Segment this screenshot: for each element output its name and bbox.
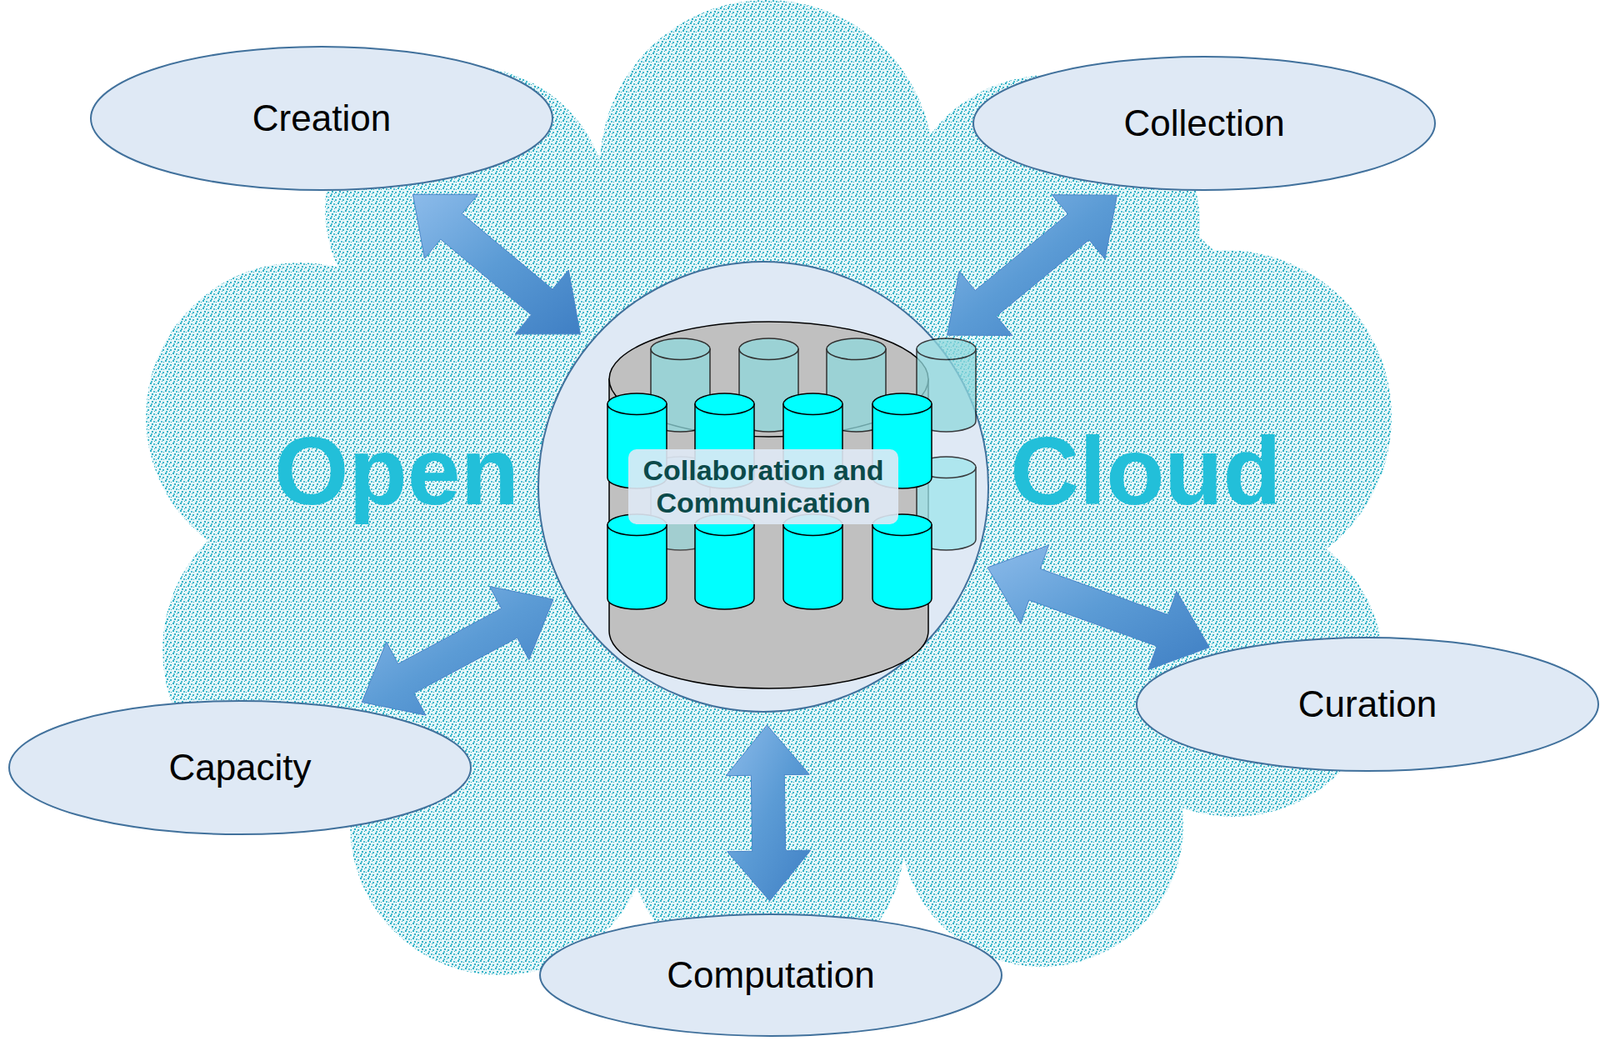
watermark-label: Open <box>274 423 520 520</box>
double-arrow <box>725 725 810 901</box>
hub-circle-shape <box>538 261 989 712</box>
ellipse-shape <box>90 46 553 190</box>
activity-label: Creation <box>252 97 391 140</box>
ellipse-shape <box>1136 637 1599 771</box>
activity-ellipse: Collection <box>971 55 1437 192</box>
double-arrow <box>987 545 1210 670</box>
ellipse-shape <box>9 700 471 835</box>
double-arrow <box>361 586 554 716</box>
database-illustration <box>607 321 976 689</box>
ellipse-shape <box>540 914 1002 1036</box>
hub-circle: Collaboration and Communication <box>536 260 990 714</box>
ellipse-shape <box>973 56 1435 190</box>
database-cylinder <box>609 321 929 689</box>
watermark-label: Cloud <box>1010 423 1282 520</box>
activity-label: Collection <box>1123 102 1285 145</box>
activity-ellipse: Curation <box>1135 635 1600 773</box>
activity-label: Capacity <box>168 746 311 790</box>
activity-label: Curation <box>1298 683 1437 726</box>
activity-label: Computation <box>666 954 875 997</box>
activity-ellipse: Creation <box>89 45 555 192</box>
database-cylinder <box>607 514 667 610</box>
activity-ellipse: Capacity <box>7 699 473 836</box>
hub-label: Collaboration and Communication <box>628 449 899 525</box>
database-cylinder <box>872 514 932 610</box>
database-cylinder <box>695 514 755 610</box>
double-arrow <box>412 194 580 335</box>
database-cylinder <box>783 514 843 610</box>
activity-ellipse: Computation <box>538 912 1004 1038</box>
double-arrow <box>947 195 1118 336</box>
